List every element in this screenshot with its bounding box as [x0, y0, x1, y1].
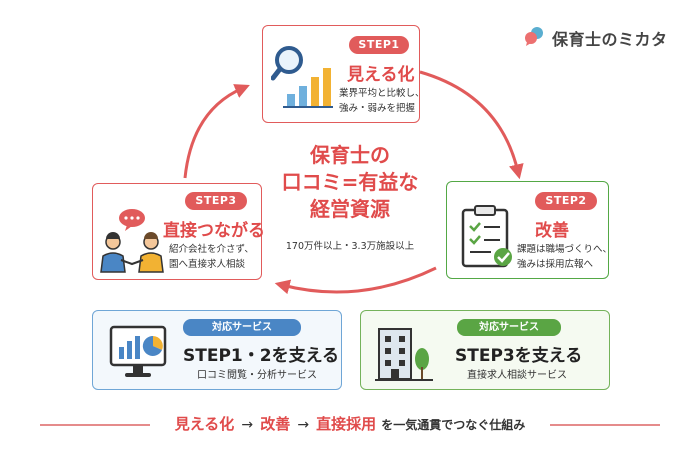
step1-badge: STEP1: [349, 36, 409, 54]
footer-rule-right: [550, 424, 660, 426]
service-box-step3: 対応サービス STEP3を支える 直接求人相談サービス: [360, 310, 610, 390]
service1-desc: 口コミ閲覧・分析サービス: [197, 370, 317, 381]
handshake-consultation-icon: [99, 204, 165, 278]
building-icon: [375, 325, 433, 387]
service2-title: STEP3を支える: [455, 346, 583, 366]
step2-card: STEP2 改善 課題は職場づくりへ、 強みは採用広報へ: [446, 181, 613, 279]
service2-desc: 直接求人相談サービス: [467, 370, 567, 381]
service1-badge: 対応サービス: [183, 319, 301, 336]
arrow-step3-to-step1: [183, 84, 250, 179]
footer-rest: を一気通貫でつなぐ仕組み: [381, 418, 526, 432]
center-subtitle: 170万件以上・3.3万施設以上: [285, 241, 415, 252]
footer-part3: 直接採用: [316, 415, 377, 433]
checklist-icon: [459, 204, 515, 274]
step2-badge: STEP2: [535, 192, 597, 210]
step2-title: 改善: [535, 221, 569, 241]
footer-part2: 改善: [260, 415, 291, 433]
footer-arrow1: →: [241, 417, 254, 433]
speech-bubbles-logo-icon: [524, 26, 546, 50]
center-title: 保育士の 口コミ=有益な 経営資源: [260, 142, 440, 223]
step3-title: 直接つながる: [163, 221, 265, 241]
step3-badge: STEP3: [185, 192, 247, 210]
center-title-line1: 保育士の: [310, 143, 390, 167]
center-title-line3: 経営資源: [310, 197, 390, 221]
brand-logo: 保育士のミカタ: [524, 26, 668, 50]
arrow-step2-to-step3: [274, 266, 437, 295]
center-title-line2: 口コミ=有益な: [281, 170, 419, 194]
step1-desc-line1: 業界平均と比較し、: [339, 88, 425, 99]
brand-name: 保育士のミカタ: [552, 30, 668, 49]
footer-tagline: 見える化 → 改善 → 直接採用 を一気通貫でつなぐ仕組み: [150, 413, 550, 434]
step3-desc-line2: 園へ直接求人相談: [169, 259, 246, 270]
step1-card: STEP1 見える化 業界平均と比較し、 強み・弱みを把握: [262, 25, 425, 123]
arrow-step1-to-step2: [419, 70, 524, 180]
magnifier-bar-chart-icon: [270, 42, 333, 114]
step1-title: 見える化: [347, 65, 415, 85]
monitor-dashboard-icon: [109, 325, 167, 385]
step3-desc-line1: 紹介会社を介さず、: [169, 244, 254, 255]
footer-arrow2: →: [297, 417, 310, 433]
step3-card: STEP3 直接つながる 紹介会社を介さず、 園へ直接求人相談: [92, 183, 265, 280]
service2-badge: 対応サービス: [457, 319, 561, 336]
footer-part1: 見える化: [174, 415, 235, 433]
step2-desc-line2: 強みは採用広報へ: [517, 259, 594, 270]
step2-desc-line1: 課題は職場づくりへ、: [517, 244, 613, 255]
footer-rule-left: [40, 424, 150, 426]
service-box-step1-2: 対応サービス STEP1・2を支える 口コミ閲覧・分析サービス: [92, 310, 342, 390]
service1-title: STEP1・2を支える: [183, 346, 340, 366]
step1-desc-line2: 強み・弱みを把握: [339, 103, 416, 114]
